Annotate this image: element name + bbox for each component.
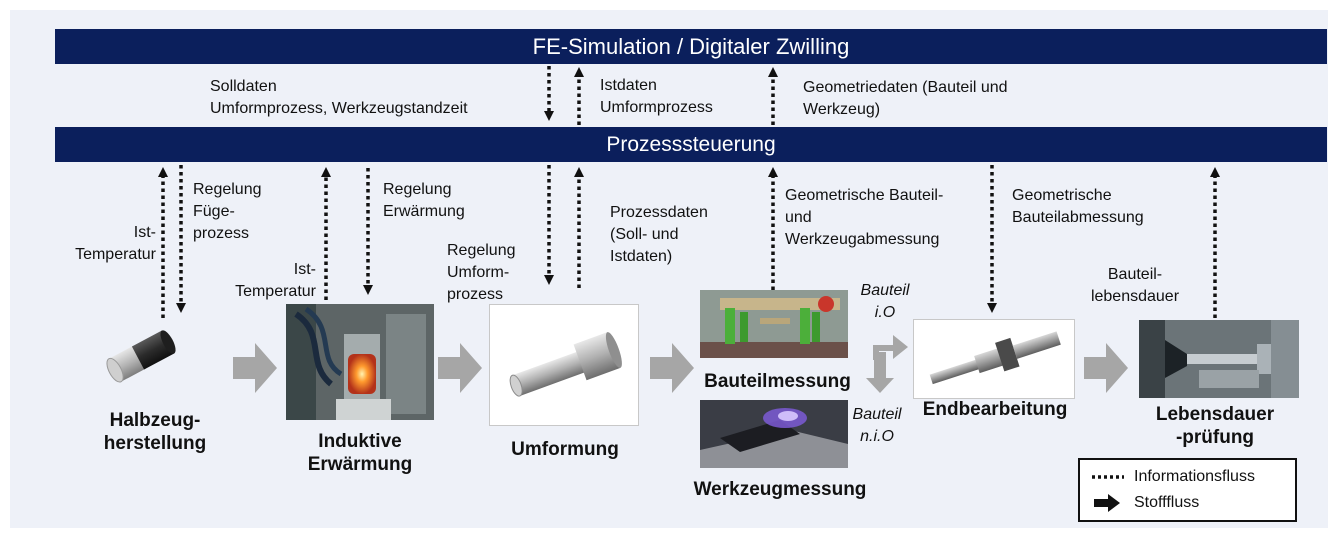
material-arrow-2 <box>438 343 482 393</box>
werkzeugmessung-image <box>700 400 848 468</box>
legend-row-info: Informationsfluss <box>1090 465 1255 489</box>
label-bauteillebensdauer: Bauteil- lebensdauer <box>1090 266 1180 305</box>
legend-stoff-label: Stofffluss <box>1134 494 1200 511</box>
material-arrow-io <box>873 333 908 360</box>
label-prozessdaten: Prozessdaten (Soll- und Istdaten) <box>610 204 708 265</box>
bauteilmessung-image <box>700 290 848 358</box>
stage-lebensdauerpruefung: Lebensdauer -prüfung <box>1155 404 1275 448</box>
formed-part-icon <box>509 332 622 397</box>
induction-heater-icon <box>286 304 434 420</box>
label-solldaten: Solldaten Umformprozess, Werkzeugstandze… <box>210 78 468 117</box>
diagram-background <box>10 10 1328 528</box>
umformung-image <box>489 304 639 426</box>
fatigue-test-rig-icon <box>1139 320 1299 398</box>
measuring-machine-icon <box>700 290 848 358</box>
stage-induktive-erwaermung: Induktive Erwärmung <box>307 431 413 475</box>
dotted-line-icon <box>1092 475 1124 479</box>
endbearbeitung-image <box>913 319 1075 399</box>
material-arrow-nio <box>866 352 894 393</box>
material-arrow-3 <box>650 343 694 393</box>
legend-info-label: Informationsfluss <box>1134 468 1255 485</box>
tool-measurement-icon <box>700 400 848 468</box>
legend: Informationsfluss Stofffluss <box>1078 458 1297 522</box>
stage-endbearbeitung: Endbearbeitung <box>922 399 1068 420</box>
halbzeug-image <box>100 323 185 391</box>
label-regelung-umformprozess: Regelung Umform- prozess <box>447 242 516 303</box>
label-geometrische-bauteil-werkzeug: Geometrische Bauteil- und Werkzeugabmess… <box>785 187 944 248</box>
stage-werkzeugmessung: Werkzeugmessung <box>693 479 867 500</box>
label-ist-temperatur-1: Ist- Temperatur <box>75 224 156 263</box>
arrow-right-icon <box>1094 494 1120 512</box>
label-bauteil-nio: Bauteil n.i.O <box>852 406 902 445</box>
legend-row-stoff: Stofffluss <box>1090 491 1199 515</box>
label-regelung-fuegeprozess: Regelung Füge- prozess <box>193 181 262 242</box>
label-ist-temperatur-2: Ist- Temperatur <box>235 261 316 300</box>
induktive-image <box>286 304 434 420</box>
material-arrow-4 <box>1084 343 1128 393</box>
label-regelung-erwaermung: Regelung Erwärmung <box>383 181 465 220</box>
label-istdaten: Istdaten Umformprozess <box>600 77 713 116</box>
stage-halbzeugherstellung: Halbzeug- herstellung <box>103 410 207 454</box>
label-geometriedaten: Geometriedaten (Bauteil und Werkzeug) <box>803 79 1008 118</box>
fe-simulation-bar: FE-Simulation / Digitaler Zwilling <box>55 29 1327 64</box>
finished-shaft-icon <box>929 331 1061 385</box>
material-arrow-1 <box>233 343 277 393</box>
stage-bauteilmessung: Bauteilmessung <box>704 371 851 392</box>
label-geometrische-bauteilabmessung: Geometrische Bauteilabmessung <box>1012 187 1144 226</box>
prozesssteuerung-bar: Prozesssteuerung <box>55 127 1327 162</box>
label-bauteil-io: Bauteil i.O <box>860 282 910 321</box>
stage-umformung: Umformung <box>511 439 619 460</box>
lebensdauer-image <box>1139 320 1299 398</box>
workpiece-billet-icon <box>106 330 176 383</box>
